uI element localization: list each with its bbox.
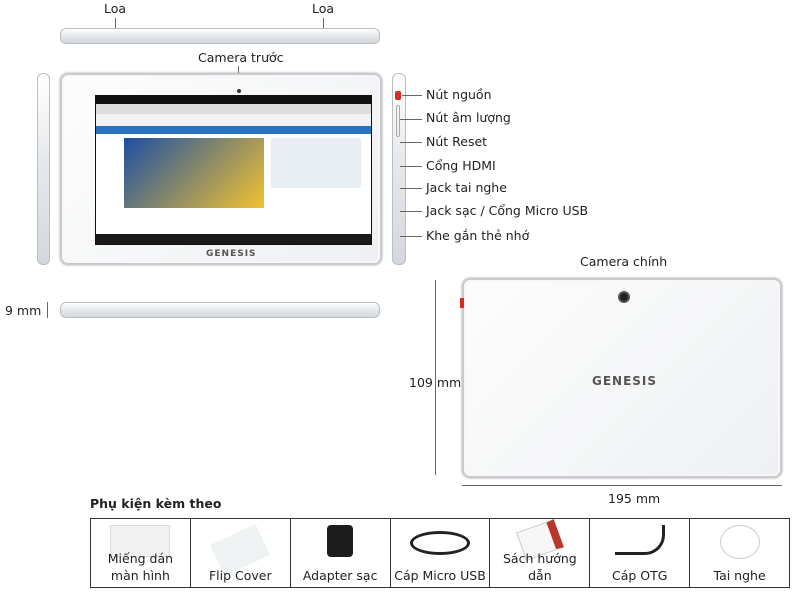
port-label-charging: Jack sạc / Cổng Micro USB	[426, 203, 589, 218]
port-label-volume: Nút âm lượng	[426, 110, 511, 125]
rear-camera-icon	[618, 291, 630, 303]
volume-button-icon	[396, 105, 400, 137]
accessory-screen-protector: Miếng dán màn hình	[91, 519, 191, 587]
speaker-right-label: Loa	[312, 1, 335, 16]
accessory-flip-cover: Flip Cover	[191, 519, 291, 587]
tablet-left-side	[37, 73, 50, 265]
thickness-arrow	[47, 302, 48, 318]
tablet-top-edge	[60, 28, 380, 44]
port-label-headphone: Jack tai nghe	[426, 180, 507, 195]
front-camera-label: Camera trước	[198, 50, 284, 65]
speaker-left-leader	[115, 18, 116, 34]
earphones-image	[719, 525, 760, 559]
port-leader	[400, 211, 422, 212]
charger-image	[327, 525, 354, 557]
port-label-power: Nút nguồn	[426, 87, 492, 102]
port-leader	[400, 166, 422, 167]
accessories-table: Miếng dán màn hình Flip Cover Adapter sạ…	[90, 518, 790, 588]
port-leader	[400, 142, 422, 143]
front-camera-icon	[237, 89, 241, 93]
port-leader	[400, 119, 422, 120]
width-arrow	[462, 485, 782, 486]
accessory-manual: Sách hướng dẫn	[490, 519, 591, 587]
port-label-reset: Nút Reset	[426, 134, 488, 149]
rear-brand-logo: GENESIS	[592, 374, 658, 388]
screen-protector-image	[110, 525, 171, 557]
tablet-screen	[95, 95, 372, 245]
accessories-title: Phụ kiện kèm theo	[90, 496, 222, 511]
accessory-charger: Adapter sạc	[291, 519, 391, 587]
front-brand-logo: GENESIS	[206, 249, 257, 259]
thickness-label: 9 mm	[5, 303, 42, 318]
port-label-hdmi: Cổng HDMI	[426, 158, 496, 173]
tablet-back: GENESIS	[462, 278, 782, 478]
width-label: 195 mm	[608, 491, 661, 506]
height-arrow	[435, 280, 436, 475]
tablet-bottom-edge	[60, 302, 380, 318]
accessory-earphones: Tai nghe	[690, 519, 789, 587]
otg-cable-image	[614, 525, 665, 555]
usb-cable-image	[410, 531, 470, 555]
port-leader	[402, 95, 422, 96]
port-leader	[400, 236, 422, 237]
accessory-micro-usb-cable: Cáp Micro USB	[391, 519, 491, 587]
speaker-left-label: Loa	[104, 1, 127, 16]
port-label-memory-card: Khe gắn thẻ nhớ	[426, 228, 530, 243]
tablet-right-side	[392, 73, 406, 265]
port-leader	[400, 188, 422, 189]
speaker-right-leader	[323, 18, 324, 34]
back-power-button-icon	[460, 298, 464, 308]
accessory-otg-cable: Cáp OTG	[590, 519, 691, 587]
rear-camera-label: Camera chính	[580, 254, 668, 269]
power-button-icon	[395, 91, 401, 100]
